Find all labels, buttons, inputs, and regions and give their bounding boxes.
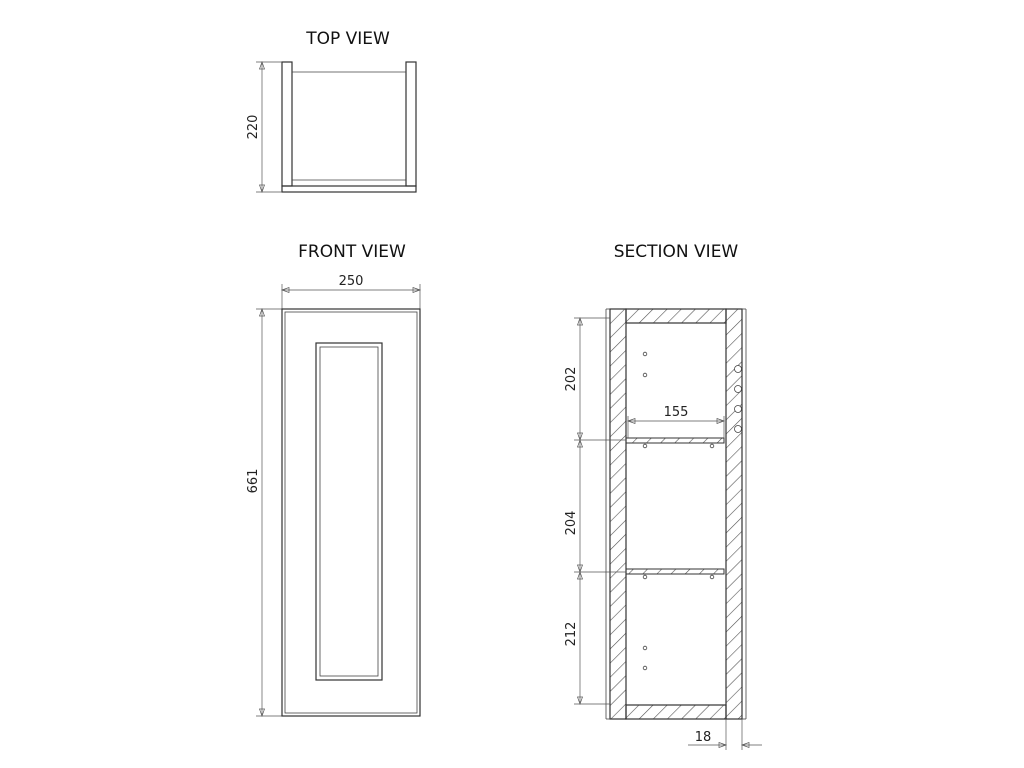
section-view: SECTION VIEW: [564, 242, 762, 750]
front-width-dimension: [280, 284, 422, 309]
section-view-title: SECTION VIEW: [614, 242, 739, 262]
shelf-pin: [642, 443, 648, 449]
shelf-depth-label: 155: [664, 405, 689, 420]
section-back-wall: [609, 308, 627, 720]
top-depth-dimension: [256, 60, 282, 194]
hinge-hole: [734, 405, 742, 413]
front-view-title: FRONT VIEW: [298, 242, 406, 262]
front-view: FRONT VIEW 250 661: [246, 242, 422, 718]
top-left-side-panel: [281, 61, 293, 187]
middle-compartment-label: 204: [564, 511, 579, 536]
front-width-label: 250: [339, 274, 364, 289]
wall-thickness-dimension: [688, 719, 762, 750]
shelf-pin: [642, 574, 648, 580]
section-shelves: [625, 437, 725, 580]
cabinet-door: [281, 308, 421, 717]
front-height-dimension: [256, 307, 282, 718]
hinge-hole: [734, 385, 742, 393]
lower-compartment-label: 212: [564, 622, 579, 647]
shelf-pin: [709, 443, 715, 449]
top-view-outline: [281, 61, 417, 193]
section-height-dimensions: [574, 316, 626, 706]
door-frame-bevel: [284, 311, 418, 714]
shelf-pin: [709, 574, 715, 580]
shelf-depth-dimension: [626, 416, 726, 438]
hinge-hole: [734, 365, 742, 373]
section-carcass: [605, 308, 747, 720]
section-bottom-panel: [625, 704, 727, 720]
door-recessed-panel: [315, 342, 383, 681]
top-right-side-panel: [405, 61, 417, 187]
top-door-edge: [281, 185, 417, 193]
door-panel-inner-edge: [319, 346, 379, 677]
top-depth-label: 220: [246, 115, 261, 140]
wall-thickness-label: 18: [695, 730, 712, 745]
door-outer-frame: [281, 308, 421, 717]
hinge-hole: [734, 425, 742, 433]
front-height-label: 661: [246, 469, 261, 494]
top-view: TOP VIEW 220: [246, 29, 417, 194]
upper-shelf: [625, 437, 725, 444]
section-top-panel: [625, 308, 727, 324]
section-pin-holes: [642, 351, 742, 671]
lower-shelf: [625, 568, 725, 575]
top-view-title: TOP VIEW: [305, 29, 390, 49]
upper-compartment-label: 202: [564, 367, 579, 392]
